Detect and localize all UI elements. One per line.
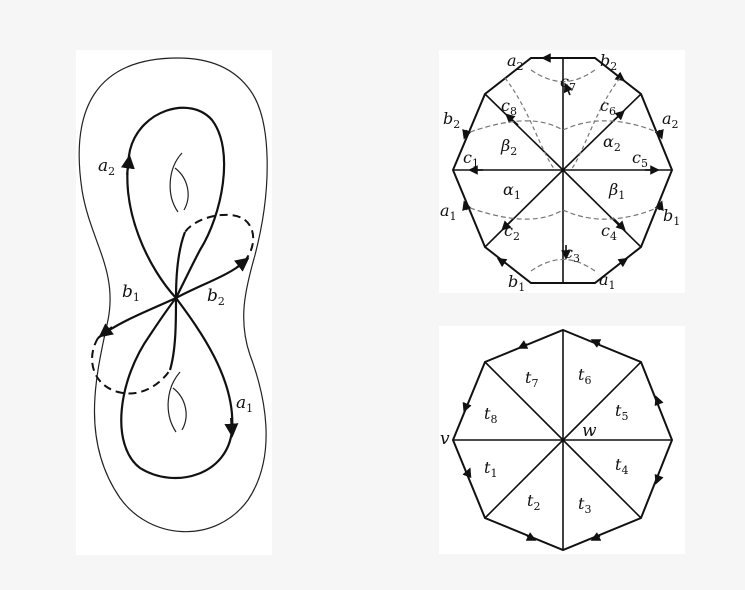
octagon-top-panel: a2 b2 b2 a2 a1 b1 b1 a1 c7 c8 c6 c1 c5 c… bbox=[439, 50, 685, 293]
label-b1: b1 bbox=[122, 282, 140, 304]
edge-label-a2-top: a2 bbox=[507, 51, 524, 73]
tri-label-t5: t5 bbox=[615, 401, 628, 423]
octagon-top-outline bbox=[451, 57, 674, 284]
diag-label-c2: c2 bbox=[504, 221, 520, 243]
tri-label-t8: t8 bbox=[484, 404, 497, 426]
surface-panel: a2 b1 b2 a1 bbox=[76, 50, 272, 555]
diag-label-c1: c1 bbox=[463, 148, 479, 170]
tri-label-t7: t7 bbox=[525, 368, 538, 390]
label-a2: a2 bbox=[98, 156, 115, 178]
vertex-label-w: w bbox=[582, 421, 597, 441]
curve-a2 bbox=[126, 106, 226, 299]
edge-label-b2-left: b2 bbox=[443, 109, 460, 131]
surface-outline bbox=[78, 57, 268, 533]
label-a1: a1 bbox=[236, 393, 253, 415]
curve-a1 bbox=[120, 297, 234, 480]
tri-label-t4: t4 bbox=[615, 455, 628, 477]
lower-handle bbox=[167, 371, 181, 433]
tri-label-t3: t3 bbox=[578, 494, 591, 516]
tri-label-t1: t1 bbox=[484, 458, 497, 480]
label-b2: b2 bbox=[207, 286, 225, 308]
surface-diagram: a2 b1 b2 a1 bbox=[78, 57, 268, 533]
octagon-top-curves bbox=[469, 69, 658, 272]
curve-label-beta2: β2 bbox=[500, 136, 517, 158]
edge-label-a1-bottom: a1 bbox=[599, 270, 616, 292]
octagon-top-diagram: a2 b2 b2 a2 a1 b1 b1 a1 c7 c8 c6 c1 c5 c… bbox=[440, 51, 680, 293]
diag-label-c8: c8 bbox=[501, 96, 517, 118]
tri-label-t2: t2 bbox=[527, 491, 540, 513]
octagon-bottom-diagram: t7 t6 t8 t5 t1 t4 t2 t3 v w bbox=[440, 328, 674, 552]
curve-label-beta1: β1 bbox=[608, 180, 625, 202]
edge-label-b2-top: b2 bbox=[600, 51, 617, 73]
diag-label-c5: c5 bbox=[632, 148, 648, 170]
diag-label-c3: c3 bbox=[564, 243, 580, 265]
curve-label-alpha2: α2 bbox=[603, 132, 621, 154]
curve-label-alpha1: α1 bbox=[503, 180, 521, 202]
edge-label-a2-right: a2 bbox=[662, 109, 679, 131]
tri-label-t6: t6 bbox=[578, 365, 591, 387]
edge-label-b1-bottom: b1 bbox=[508, 272, 525, 293]
octagon-bottom-panel: t7 t6 t8 t5 t1 t4 t2 t3 v w bbox=[439, 326, 685, 554]
edge-label-a1-left: a1 bbox=[440, 201, 457, 223]
diag-label-c6: c6 bbox=[600, 96, 616, 118]
diag-label-c7: c7 bbox=[560, 72, 576, 94]
edge-label-b1-right: b1 bbox=[663, 206, 680, 228]
octagon-bottom-diagonals bbox=[453, 330, 672, 550]
vertex-label-v: v bbox=[440, 429, 450, 449]
diag-label-c4: c4 bbox=[601, 221, 617, 243]
upper-handle bbox=[169, 152, 183, 213]
